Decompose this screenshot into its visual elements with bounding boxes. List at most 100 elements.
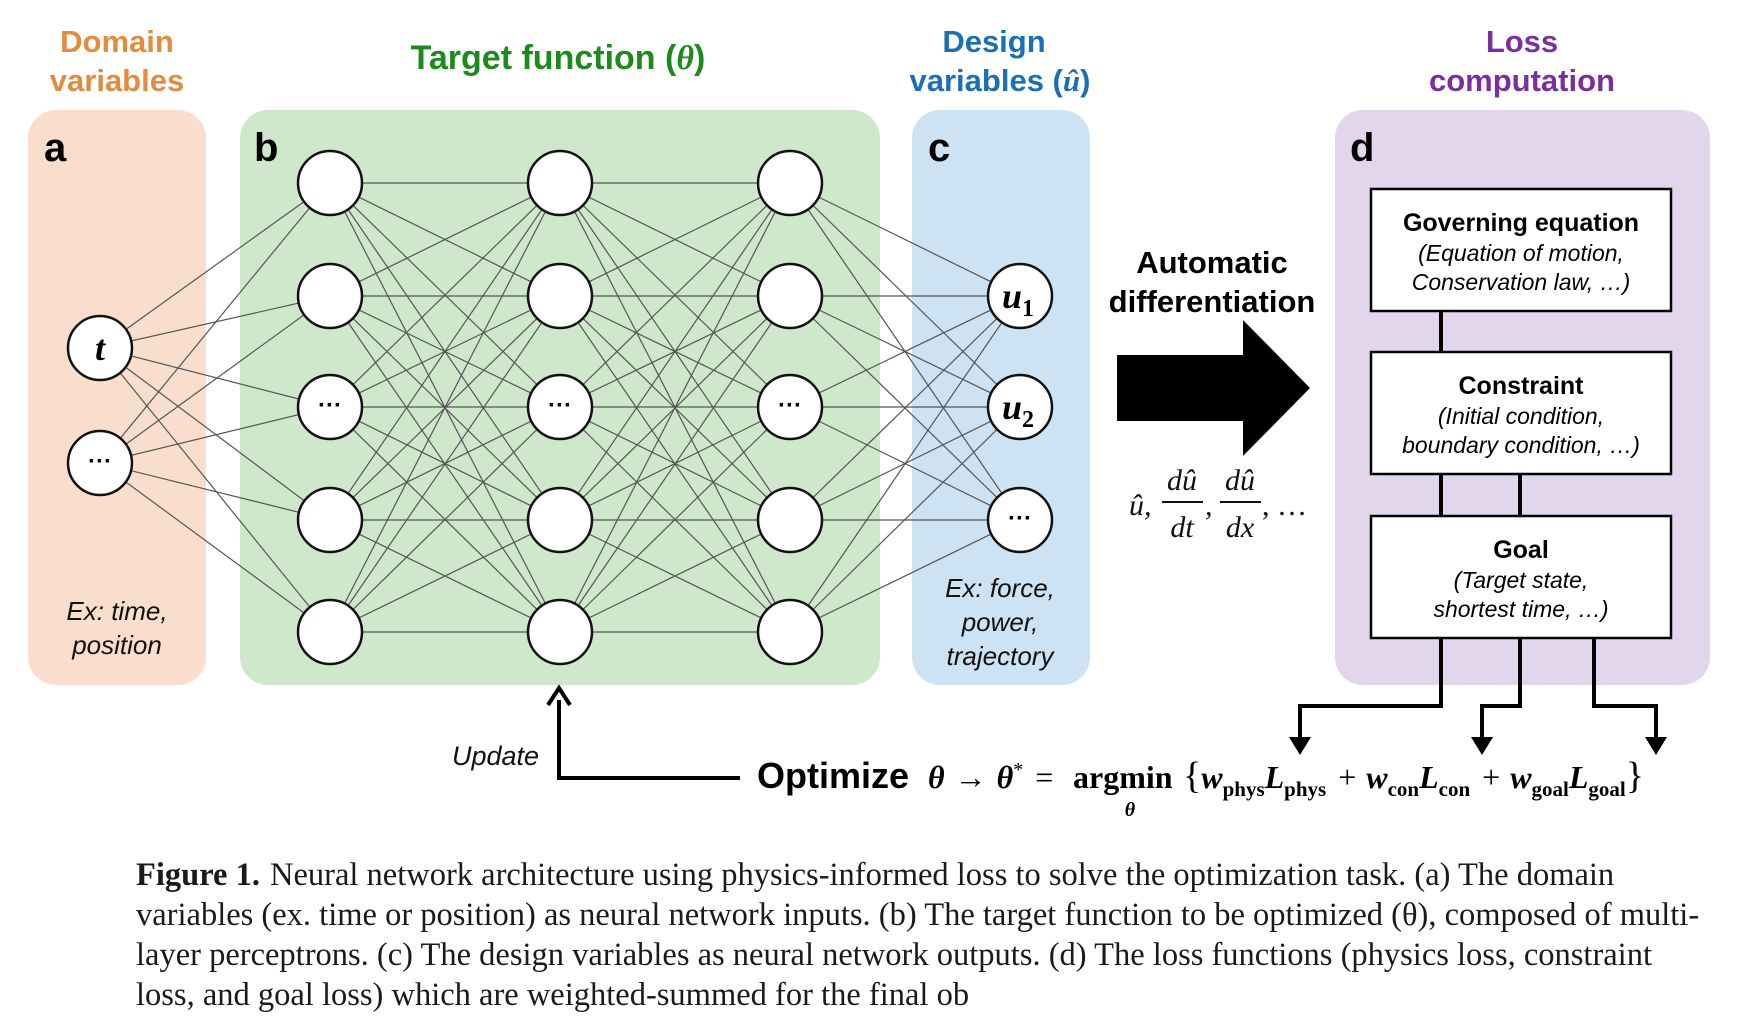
loss-box-governing-line2: Conservation law, …) [1412,269,1631,295]
arrow-goal [1592,638,1658,742]
input-node-1: t [66,314,134,382]
hidden3-node-1 [756,149,824,217]
network-edge [99,295,331,349]
arrowhead-con [1471,737,1493,755]
header-a-line1: Domain [60,24,174,59]
network-edges [99,182,1021,633]
autodiff-derivatives: û, dû dt , dû dx , … [1129,464,1307,544]
panel-letter-a: a [44,126,67,170]
network-edge [99,462,331,633]
loss-box-goal-title: Goal [1493,536,1549,564]
hidden2-node-4 [526,486,594,554]
panel-letter-d: d [1350,126,1374,170]
network-edge [99,295,331,464]
output-node-label: u1 [1002,276,1034,322]
caption-label: Figure 1. [136,857,260,893]
autodiff-title-line1: Automatic [1136,245,1288,280]
network-edge [559,295,791,633]
network-edge [789,182,1021,297]
network-edge [99,182,331,349]
autodiff-u-hat: û, [1129,489,1152,522]
update-label: Update [452,741,539,771]
hidden3-node-4 [756,486,824,554]
optimize-lhs: θ→θ*= [928,759,1053,795]
autodiff-tail: , … [1262,489,1307,522]
output-node-1: u1 [986,262,1054,330]
loss-box-goal-line1: (Target state, [1454,567,1589,593]
header-c-line2: variables (û) [910,63,1091,98]
network-edge [559,182,791,408]
loss-box-governing: Governing equation (Equation of motion, … [1369,187,1673,313]
hidden3-node-2 [756,262,824,330]
hidden3-node-5 [756,598,824,666]
network-edge [329,182,561,297]
hidden2-node-3: ··· [526,373,594,441]
input-node-2: ··· [66,429,134,497]
network-edge [99,347,331,633]
output-node-3: ··· [986,486,1054,554]
header-a-line2: variables [50,63,184,98]
network-edge [789,295,1021,633]
network-edge [99,406,331,464]
network-edge [329,182,561,408]
optimize-word: Optimize [757,755,909,796]
network-edge [789,295,1021,408]
figure-caption: Figure 1.Neural network architecture usi… [136,855,1716,1015]
header-c-line1: Design [942,24,1045,59]
hidden1-node-4 [296,486,364,554]
input-node-label: t [95,328,106,368]
loss-arrows [1298,638,1658,742]
loss-box-constraint-line1: (Initial condition, [1438,403,1604,429]
hidden1-node-label: ··· [318,392,342,419]
example-c-line1: Ex: force, [945,573,1055,603]
network-edge [789,519,1021,633]
header-b: Target function (θ) [411,39,706,77]
network-edge [99,462,331,521]
loss-box-constraint-line2: boundary condition, …) [1402,432,1640,458]
example-c-line2: power, [961,607,1039,637]
network-edge [329,295,561,633]
network-edge [329,182,561,521]
autodiff-frac2-den: dx [1226,511,1255,544]
hidden2-node-2 [526,262,594,330]
panel-letter-c: c [928,126,950,170]
hidden3-node-3: ··· [756,373,824,441]
example-a-line1: Ex: time, [66,596,167,626]
output-node-label: u2 [1002,387,1034,433]
hidden3-node-label: ··· [778,392,802,419]
update-arrowhead [546,684,572,707]
header-d-line1: Loss [1486,24,1558,59]
optimize-sum: {wphysLphys+wconLcon+wgoalLgoal} [1183,755,1644,801]
network-edge [559,182,791,297]
network-edge [329,182,561,633]
autodiff-frac1-den: dt [1170,511,1194,544]
network-nodes: t ··· ··· ··· ··· u1 u2 ··· [66,149,1054,666]
autodiff-frac1-num: dû [1167,464,1197,497]
hidden1-node-2 [296,262,364,330]
loss-box-constraint: Constraint (Initial condition, boundary … [1369,350,1673,476]
loss-box-constraint-title: Constraint [1459,372,1585,400]
hidden2-node-5 [526,598,594,666]
loss-box-governing-line1: (Equation of motion, [1418,240,1624,266]
hidden1-node-5 [296,598,364,666]
arrowhead-goal [1645,737,1667,755]
loss-stack: Governing equation (Equation of motion, … [1369,187,1673,640]
optimize-argmin-sub: θ [1125,799,1136,821]
autodiff-frac2-num: dû [1225,464,1255,497]
panel-letter-b: b [254,126,278,170]
output-node-label: ··· [1008,505,1032,532]
network-edge [329,406,561,633]
network-edge [99,182,331,464]
autodiff-title-line2: differentiation [1109,284,1316,319]
hidden1-node-3: ··· [296,373,364,441]
network-edge [789,295,1021,521]
loss-box-goal-line2: shortest time, …) [1433,596,1608,622]
network-edge [789,182,1021,408]
hidden2-node-1 [526,149,594,217]
header-d-line2: computation [1429,63,1615,98]
arrow-con [1480,638,1522,742]
network-edge [789,406,1021,633]
optimize-argmin: argmin [1073,759,1173,795]
optimize-equation: Optimize θ→θ*= argmin θ {wphysLphys+wcon… [757,755,1644,821]
loss-box-governing-title: Governing equation [1403,209,1639,237]
